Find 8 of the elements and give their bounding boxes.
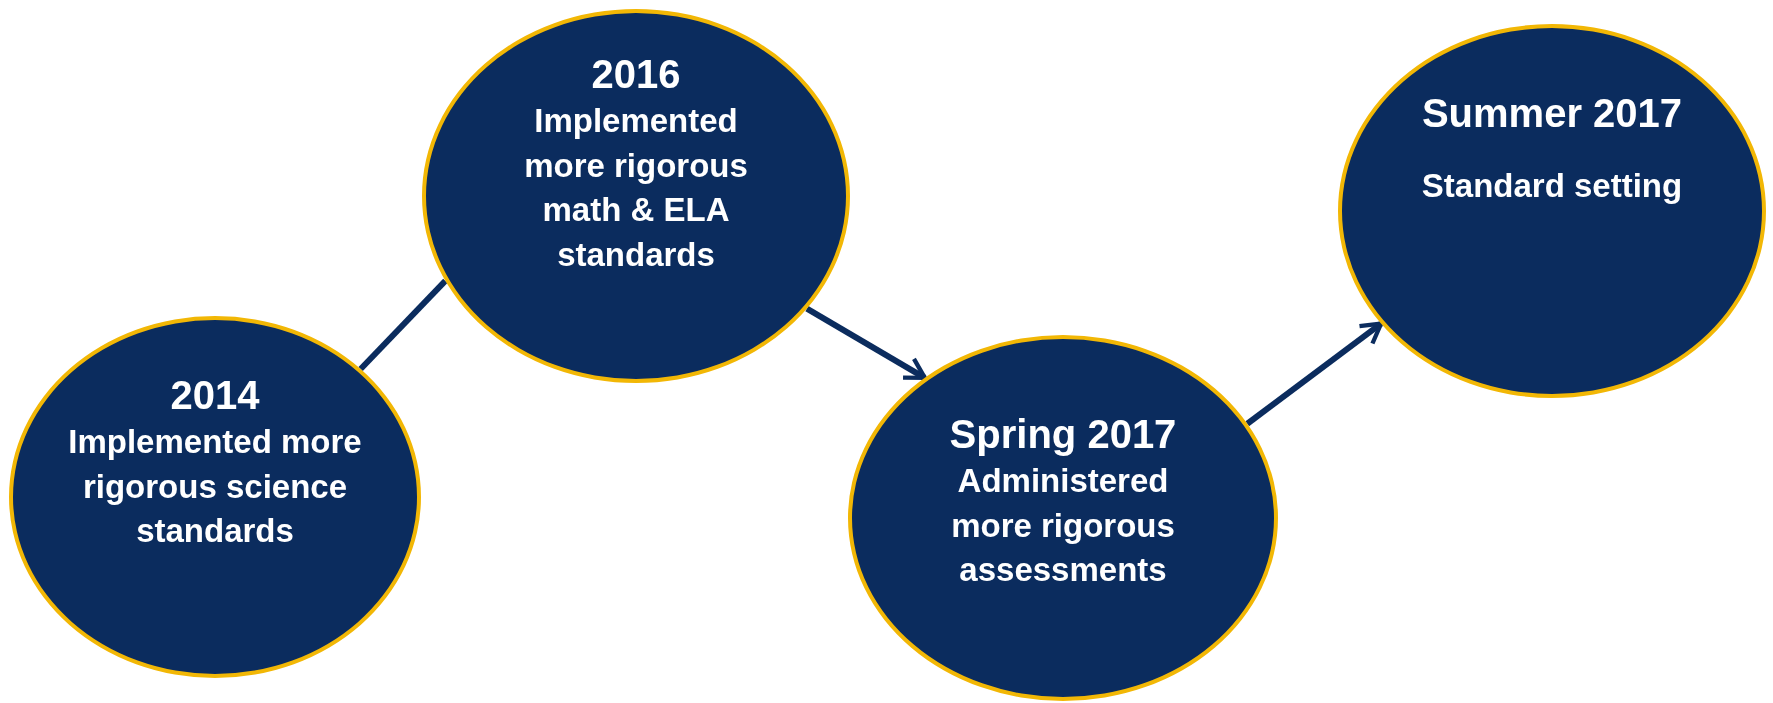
node-text: Administered more rigorous assessments (950, 461, 1176, 591)
node-heading: 2014 (170, 372, 260, 419)
node-text: Implemented more rigorous science standards (67, 422, 363, 552)
node-heading: 2016 (591, 51, 681, 98)
node-text: Standard setting (1420, 166, 1684, 206)
node-heading: Spring 2017 (949, 411, 1177, 458)
node-text: Implemented more rigorous math & ELA standards (523, 101, 749, 275)
node-heading: Summer 2017 (1421, 90, 1683, 137)
